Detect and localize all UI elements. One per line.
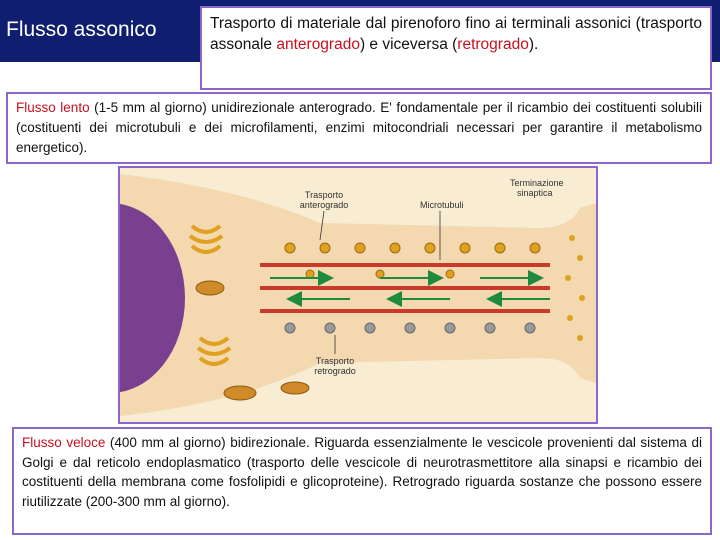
microtubules — [260, 263, 550, 313]
veloce-lead: Flusso veloce — [22, 435, 106, 450]
label-anterogrado-2: anterogrado — [300, 200, 349, 210]
nucleus — [120, 203, 185, 393]
golgi-apparatus — [188, 224, 232, 366]
intro-text-1: Trasporto di materiale — [210, 15, 361, 32]
label-leader-lines — [319, 210, 441, 354]
label-retrogrado-2: retrogrado — [314, 366, 356, 376]
axon-body — [120, 174, 596, 416]
lento-lead: Flusso lento — [16, 100, 90, 115]
intro-box: Trasporto di materiale dal pirenoforo fi… — [200, 6, 712, 90]
lento-box: Flusso lento (1-5 mm al giorno) unidirez… — [6, 92, 712, 164]
intro-text-2: dal pirenoforo fino ai terminali assonic… — [210, 15, 702, 53]
axon-diagram: Terminazione sinaptica Trasporto anterog… — [120, 174, 596, 416]
label-microtubuli: Microtubuli — [420, 200, 464, 210]
veloce-box: Flusso veloce (400 mm al giorno) bidirez… — [12, 427, 712, 535]
anterograde-vesicles — [284, 242, 541, 279]
label-terminazione-1: Terminazione — [510, 178, 564, 188]
synaptic-vesicles — [565, 235, 585, 341]
retrograde-particles — [284, 322, 536, 334]
intro-anterogrado: anterogrado — [276, 36, 360, 53]
lento-text: (1-5 mm al giorno) unidirezionale antero… — [16, 100, 702, 155]
axon-transport-figure: Terminazione sinaptica Trasporto anterog… — [118, 166, 598, 424]
label-retrogrado-1: Trasporto — [316, 356, 354, 366]
veloce-text: (400 mm al giorno) bidirezionale. Riguar… — [22, 435, 702, 509]
intro-retrogrado: retrogrado — [457, 36, 529, 53]
mitochondria — [195, 280, 310, 401]
intro-text-3: ) e viceversa ( — [359, 36, 458, 53]
label-anterogrado-1: Trasporto — [305, 190, 343, 200]
label-terminazione-2: sinaptica — [517, 188, 553, 198]
page-title: Flusso assonico — [6, 18, 157, 41]
intro-text-4: ). — [528, 36, 539, 53]
transport-arrows — [270, 270, 550, 307]
